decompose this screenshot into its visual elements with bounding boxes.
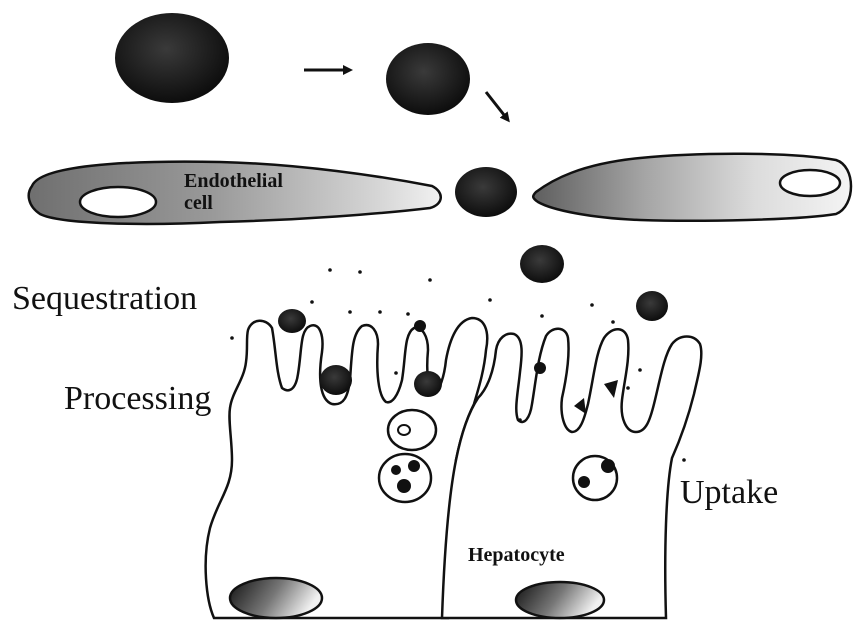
captured-particle	[414, 371, 442, 397]
large-particle	[115, 13, 229, 103]
lysosome-content	[391, 465, 401, 475]
small-particle	[520, 245, 564, 283]
small-particle	[636, 291, 668, 321]
vesicle-content	[601, 459, 615, 473]
arrow-down-right-icon	[486, 92, 508, 120]
lysosome	[379, 454, 431, 502]
captured-particle	[320, 365, 352, 395]
lysosome-content	[397, 479, 411, 493]
captured-particle	[534, 362, 546, 374]
endothelial-nucleus-right	[780, 170, 840, 196]
hepatocyte-nucleus-left	[230, 578, 322, 618]
label-sequestration: Sequestration	[12, 280, 197, 318]
captured-particle	[278, 309, 306, 333]
lysosome-content	[408, 460, 420, 472]
endosome	[388, 410, 436, 450]
captured-particle	[414, 320, 426, 332]
hepatocyte-nucleus-right	[516, 582, 604, 618]
label-hepatocyte: Hepatocyte	[468, 544, 565, 567]
captured-particle	[574, 398, 586, 414]
label-processing: Processing	[64, 380, 211, 418]
vesicle-content	[578, 476, 590, 488]
endothelial-nucleus-left	[80, 187, 156, 217]
medium-particle	[386, 43, 470, 115]
small-particle	[455, 167, 517, 217]
label-cell: cell	[184, 192, 213, 215]
label-endothelial: Endothelial	[184, 170, 283, 193]
label-uptake: Uptake	[680, 474, 778, 512]
